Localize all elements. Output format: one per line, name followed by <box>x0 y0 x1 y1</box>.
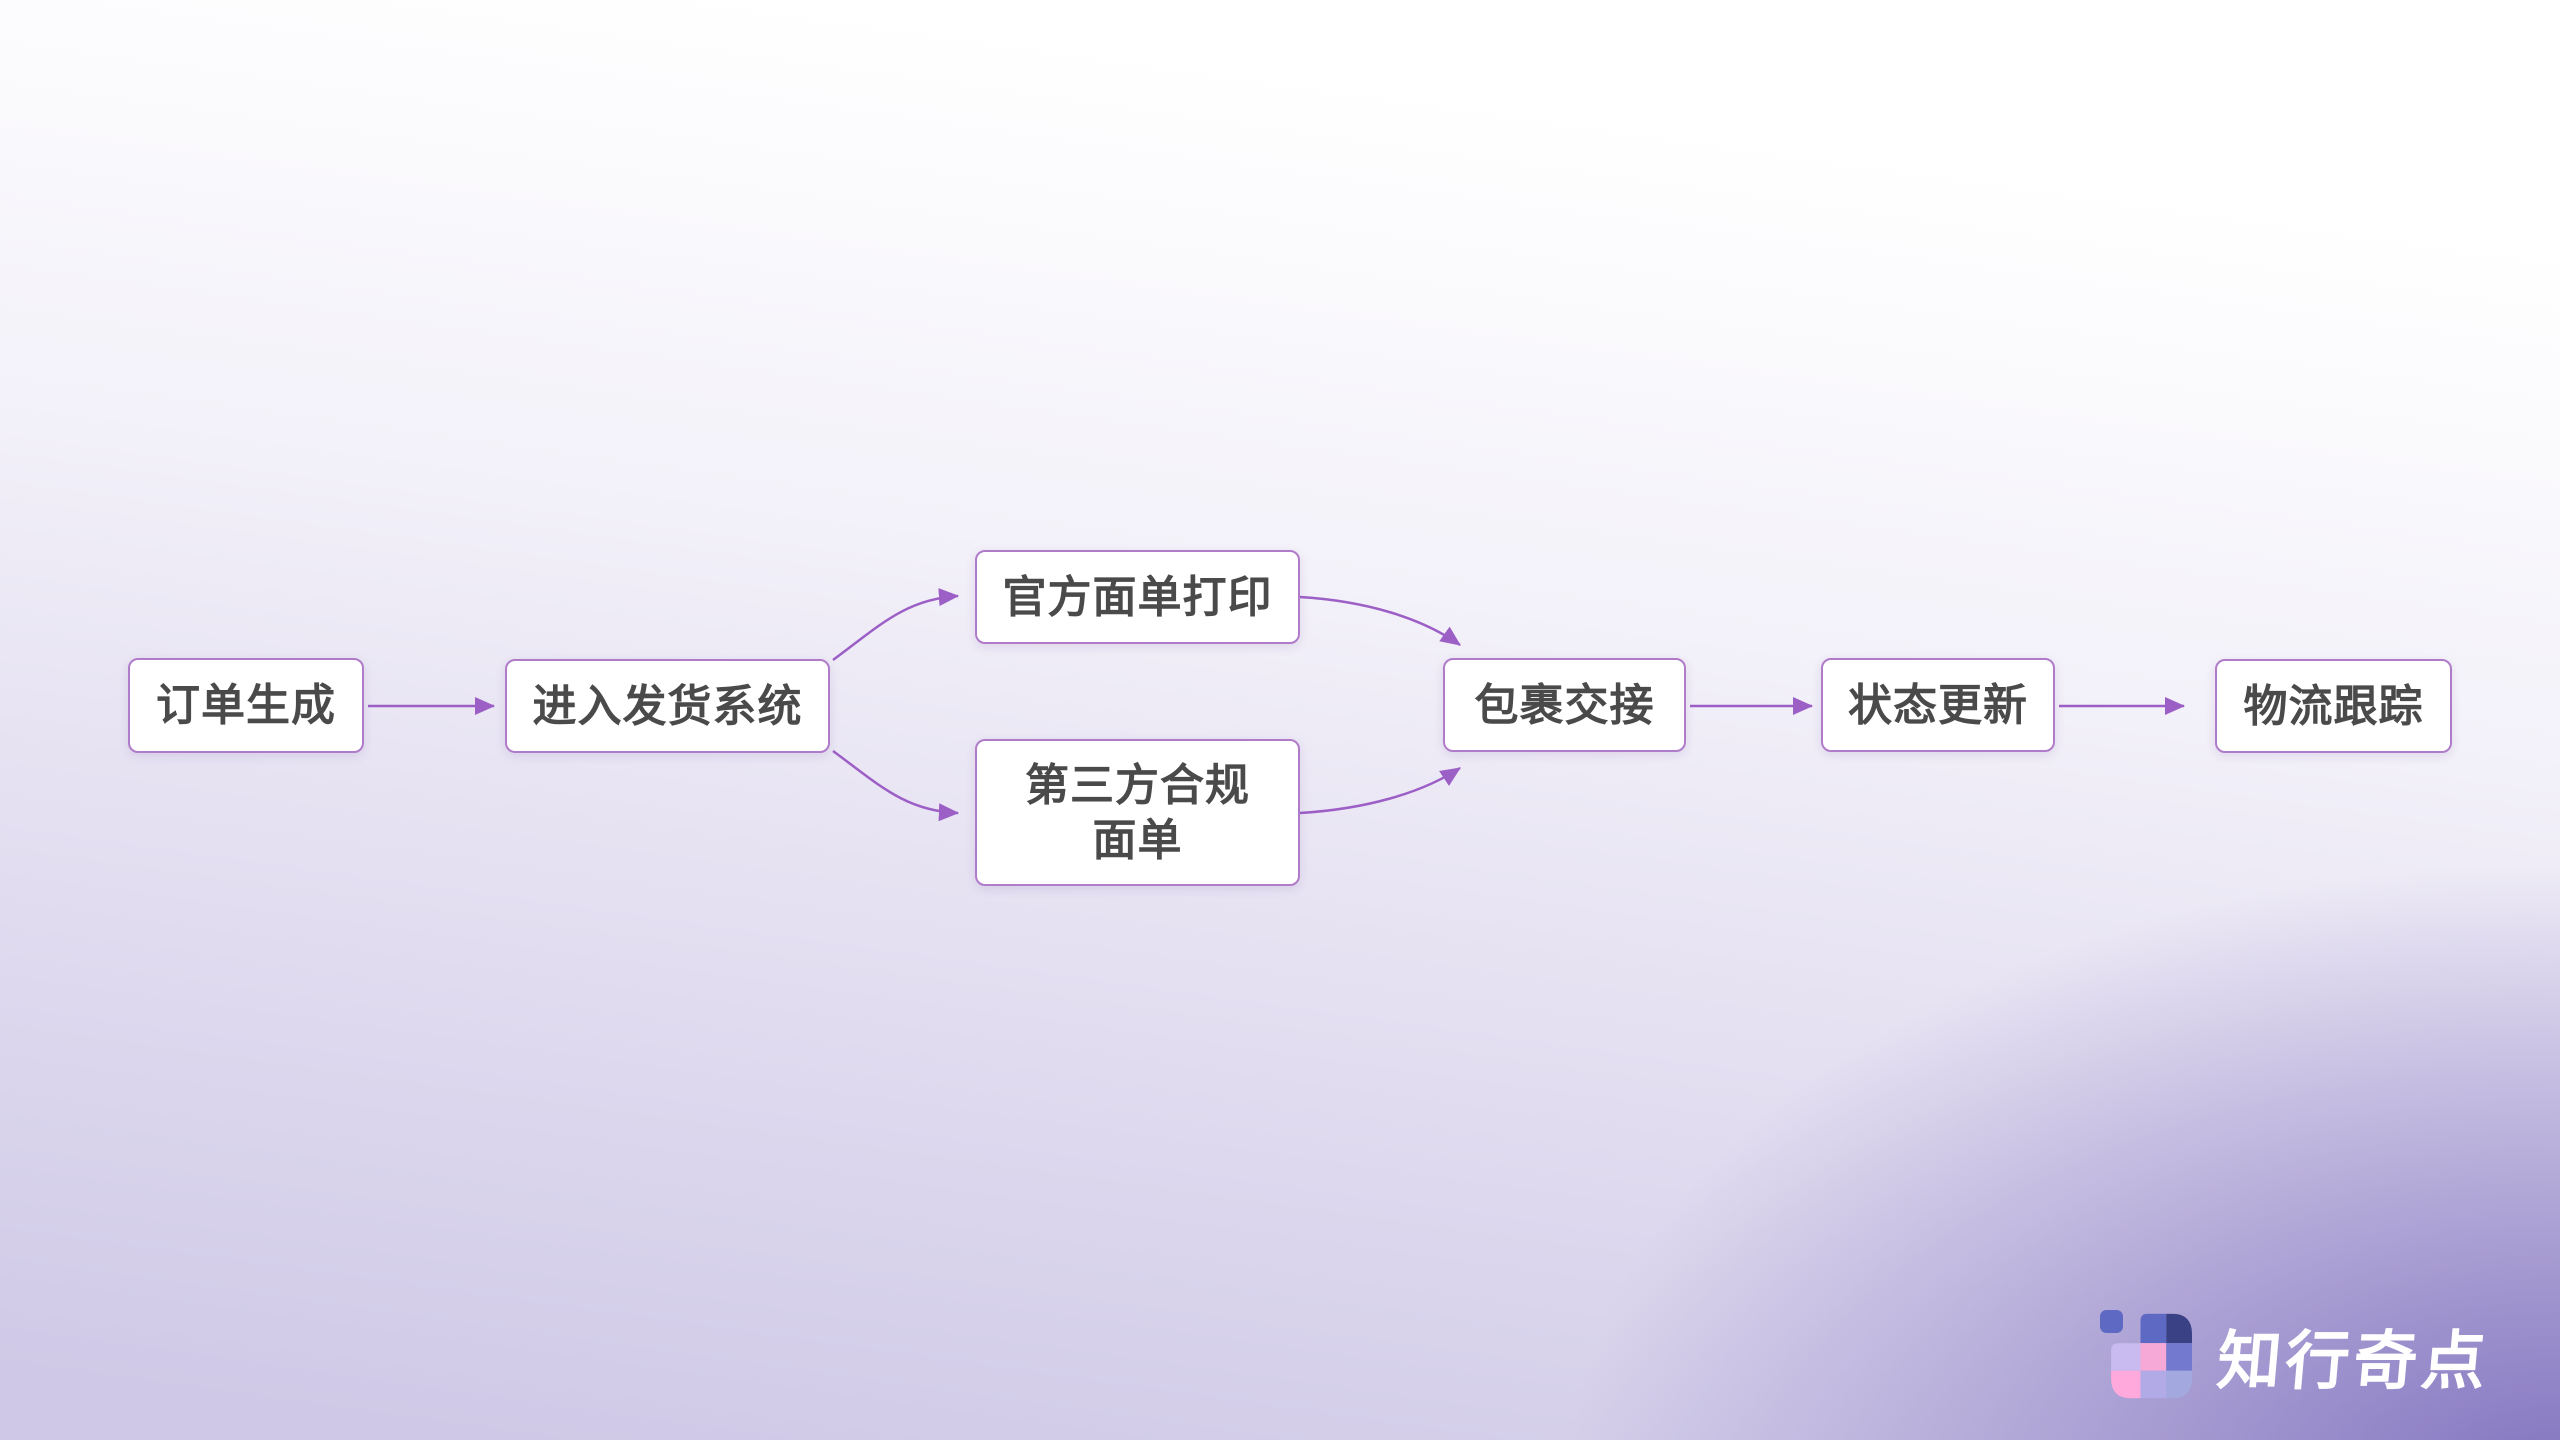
node-label: 状态更新 <box>1848 680 2028 730</box>
flow-node-package-handover: 包裹交接 <box>1443 658 1686 752</box>
flow-node-logistics-tracking: 物流跟踪 <box>2215 659 2452 753</box>
node-label: 订单生成 <box>156 681 336 730</box>
node-label: 物流跟踪 <box>2243 681 2424 731</box>
connector-system-to-thirdparty <box>832 749 960 822</box>
brand-logo: 知行奇点 <box>2100 1310 2493 1402</box>
flow-node-official-label-print: 官方面单打印 <box>975 550 1300 644</box>
node-label: 官方面单打印 <box>1002 572 1273 622</box>
connector-official-to-handover <box>1299 595 1461 647</box>
flow-node-thirdparty-compliant-label: 第三方合规面单 <box>975 739 1300 886</box>
flow-node-status-update: 状态更新 <box>1821 658 2055 752</box>
node-label: 进入发货系统 <box>532 681 803 731</box>
connector-system-to-official <box>832 588 960 662</box>
flow-node-order-generation: 订单生成 <box>128 658 364 753</box>
flow-node-shipping-system: 进入发货系统 <box>505 659 830 753</box>
pixel-grid-logo-icon <box>2100 1310 2192 1399</box>
node-label: 第三方合规面单 <box>1025 760 1250 865</box>
connector-thirdparty-to-handover <box>1299 766 1461 815</box>
brand-logo-text: 知行奇点 <box>2214 1325 2493 1397</box>
node-label: 包裹交接 <box>1474 680 1655 730</box>
